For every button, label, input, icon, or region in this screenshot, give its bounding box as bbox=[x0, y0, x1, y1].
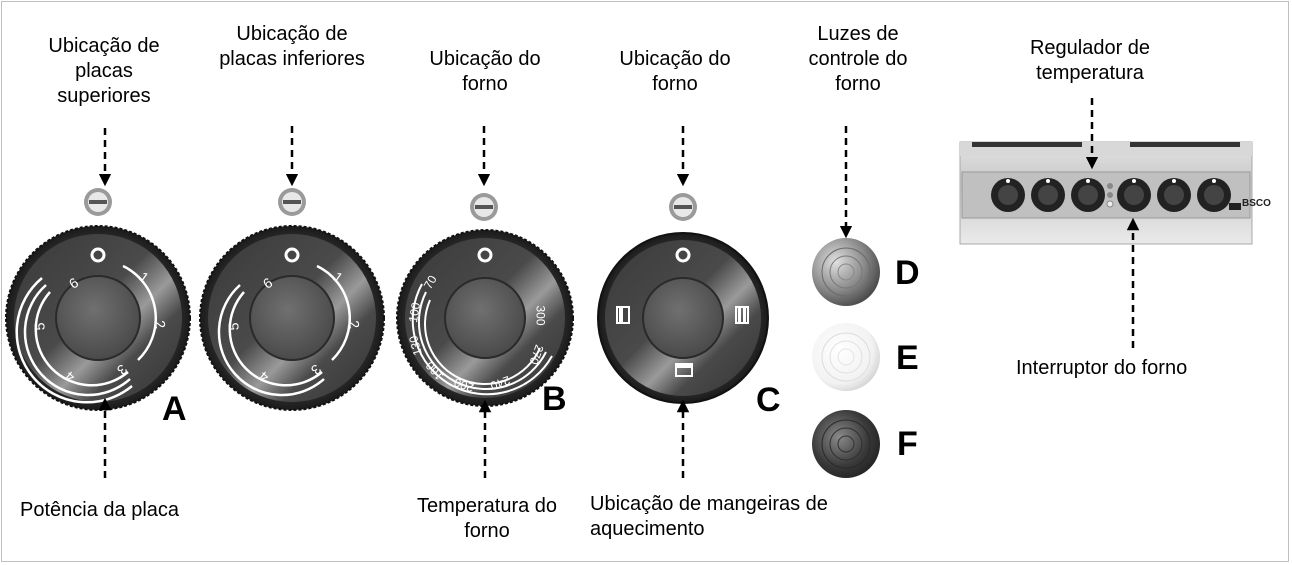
panel-knob bbox=[1197, 178, 1231, 212]
dial-c bbox=[597, 232, 769, 404]
dial-b bbox=[396, 229, 574, 407]
label-oven-lights: Luzes de controle do forno bbox=[808, 23, 908, 95]
label-letter-d: D bbox=[895, 254, 920, 292]
dial-bottom-plates bbox=[199, 225, 385, 411]
indicator-lamp-oven-c bbox=[669, 193, 697, 221]
dial-b-mark: 300 bbox=[533, 305, 548, 326]
symbol-top-bottom-heat-icon bbox=[735, 306, 749, 324]
label-oven-c: Ubicação do forno bbox=[619, 48, 731, 95]
panel-knob bbox=[1031, 178, 1065, 212]
label-oven-b: Ubicação do forno bbox=[429, 48, 541, 95]
panel-knob bbox=[1157, 178, 1191, 212]
label-top-plates: Ubicação de placas superiores bbox=[48, 35, 160, 107]
label-letter-c: C bbox=[756, 381, 781, 419]
control-panel bbox=[959, 141, 1253, 245]
indicator-lamp-a bbox=[84, 188, 112, 216]
label-heating-hoses: Ubicação de mangeiras de aquecimento bbox=[590, 493, 828, 540]
dial-a bbox=[5, 225, 191, 411]
label-letter-e: E bbox=[896, 339, 919, 377]
panel-knob bbox=[991, 178, 1025, 212]
indicator-lamp-b bbox=[278, 188, 306, 216]
control-light-f bbox=[812, 410, 880, 478]
dial-b-mark: 100 bbox=[405, 301, 424, 324]
indicator-lamp-oven-b bbox=[470, 193, 498, 221]
label-oven-switch: Interruptor do forno bbox=[1016, 357, 1188, 379]
control-light-e bbox=[812, 323, 880, 391]
label-plate-power: Potência da placa bbox=[20, 499, 180, 521]
panel-knob bbox=[1117, 178, 1151, 212]
label-letter-b: B bbox=[542, 380, 567, 418]
label-bottom-plates: Ubicação de placas inferiores bbox=[219, 23, 365, 70]
panel-knob bbox=[1071, 178, 1105, 212]
panel-brand-logo: BSCO bbox=[1242, 198, 1271, 209]
label-letter-f: F bbox=[897, 425, 918, 463]
label-oven-temperature: Temperatura do forno bbox=[416, 495, 558, 542]
label-temp-regulator: Regulador de temperatura bbox=[1029, 37, 1151, 84]
panel-indicator bbox=[1106, 183, 1114, 208]
control-light-d bbox=[812, 238, 880, 306]
label-letter-a: A bbox=[162, 390, 187, 428]
